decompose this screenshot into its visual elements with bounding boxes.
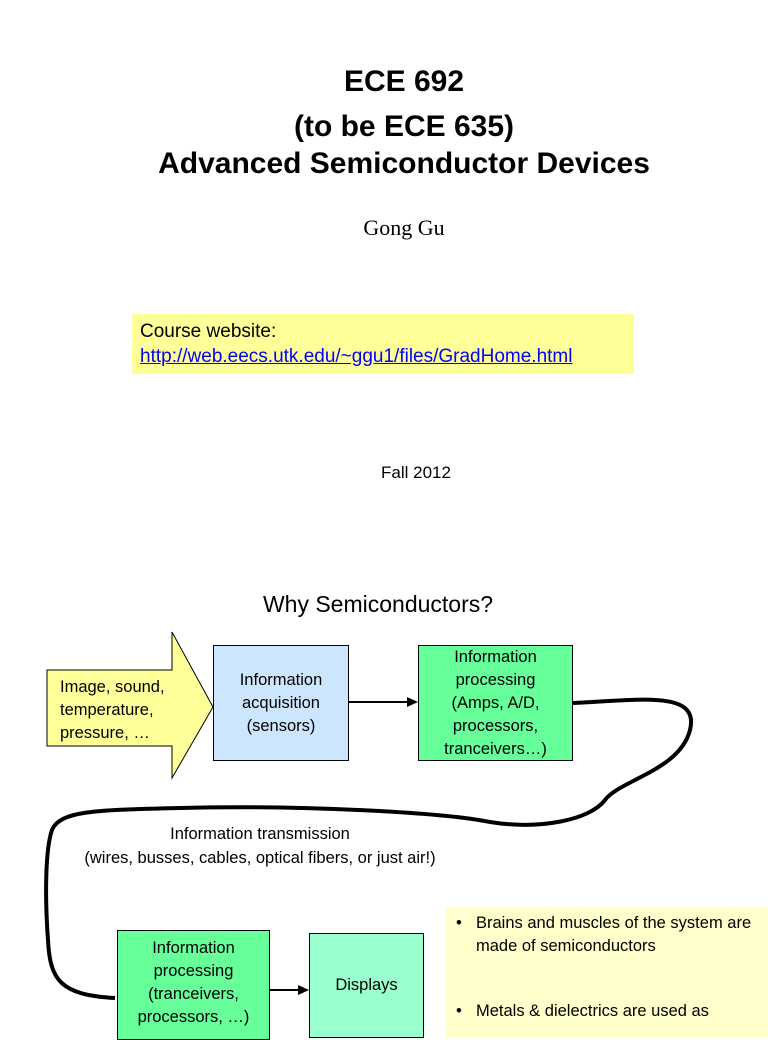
acquisition-box: Information acquisition (sensors) (213, 645, 349, 761)
transmission-text: Information transmission (wires, busses,… (0, 822, 520, 870)
displays-box: Displays (309, 933, 424, 1038)
term-label: Fall 2012 (381, 463, 451, 482)
transmission-line-text: (wires, busses, cables, optical fibers, … (84, 849, 436, 867)
note-text: Metals & dielectrics are used as (476, 1002, 709, 1020)
processing1-line: tranceivers…) (444, 739, 547, 758)
bullet-icon: • (456, 914, 462, 932)
input-line: pressure, … (60, 724, 150, 742)
displays-label: Displays (335, 976, 398, 994)
processing1-line: (Amps, A/D, (451, 693, 540, 712)
bullet-icon: • (456, 1002, 462, 1020)
processing1-line: processing (455, 670, 536, 689)
note-text: Brains and muscles of the system are mad… (476, 914, 752, 955)
website-box: Course website: http://web.eecs.utk.edu/… (132, 314, 634, 374)
transmission-line (44, 697, 694, 1000)
input-signals-text: Image, sound, temperature, pressure, … (60, 676, 165, 745)
processing1-line: processors, (452, 716, 539, 735)
processing-box-2: Information processing (tranceivers, pro… (117, 930, 270, 1040)
author-name: Gong Gu (363, 215, 445, 240)
title-line-2: (to be ECE 635) (293, 110, 515, 143)
transmission-line-text: Information transmission (170, 825, 350, 843)
acquisition-line: Information (239, 670, 323, 689)
website-link[interactable]: http://web.eecs.utk.edu/~ggu1/files/Grad… (140, 346, 573, 367)
acquisition-line: (sensors) (246, 716, 316, 735)
arrowhead-acq-to-proc (407, 697, 418, 707)
input-line: Image, sound, (60, 678, 165, 696)
acquisition-line: acquisition (242, 693, 320, 712)
title-line-3: Advanced Semiconductor Devices (158, 147, 650, 180)
processing2-line: (tranceivers, (148, 985, 239, 1003)
arrowhead-proc-to-disp (298, 985, 309, 995)
title-line-1: ECE 692 (343, 65, 465, 98)
diagram-heading: Why Semiconductors? (262, 591, 494, 617)
processing2-line: processors, …) (137, 1008, 250, 1026)
processing-box-1: Information processing (Amps, A/D, proce… (418, 645, 573, 761)
input-arrow-shape (46, 631, 214, 780)
input-line: temperature, (60, 701, 154, 719)
processing2-line: Information (152, 939, 235, 957)
website-label: Course website: (140, 321, 277, 342)
notes-box: • Brains and muscles of the system are m… (446, 907, 768, 1037)
processing1-line: Information (454, 647, 537, 666)
processing2-line: processing (153, 962, 234, 980)
